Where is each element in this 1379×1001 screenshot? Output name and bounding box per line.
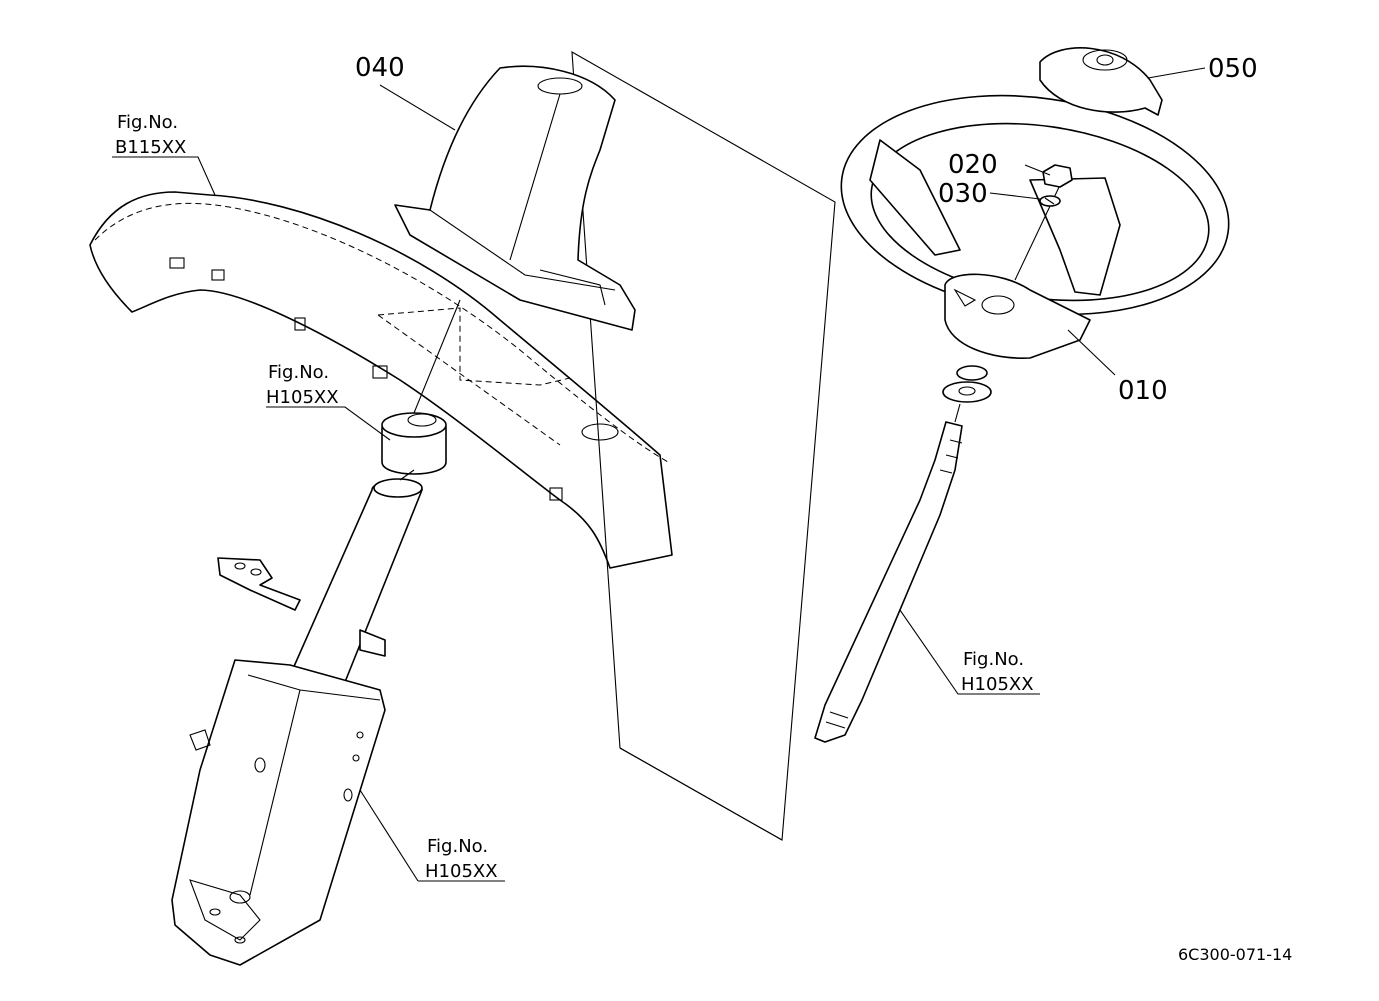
dashboard-panel	[89, 191, 673, 569]
bushing-fig-number: H105XX	[266, 387, 339, 408]
leader-lines	[112, 67, 1206, 882]
callout-010: 010	[1118, 376, 1168, 406]
dashboard-fig-number: B115XX	[115, 137, 186, 158]
shaft-fig-number: H105XX	[961, 674, 1034, 695]
reference-box	[571, 51, 836, 841]
column-cover	[394, 65, 636, 331]
shaft-washers	[942, 365, 992, 403]
callout-040: 040	[355, 53, 405, 83]
steering-shaft	[814, 403, 963, 743]
column-fig-label: Fig.No.	[427, 836, 488, 857]
shaft-fig-label: Fig.No.	[963, 649, 1024, 670]
column-bracket	[171, 557, 386, 966]
bushing	[381, 299, 461, 475]
nut	[1042, 164, 1073, 188]
callout-050: 050	[1208, 54, 1258, 84]
horn-cap	[1039, 47, 1163, 116]
callout-030: 030	[938, 179, 988, 209]
steering-wheel	[840, 94, 1230, 359]
drawing-code: 6C300-071-14	[1178, 945, 1292, 964]
washer	[1039, 195, 1061, 207]
dashboard-fig-label: Fig.No.	[117, 112, 178, 133]
bushing-fig-label: Fig.No.	[268, 362, 329, 383]
column-tube	[287, 469, 423, 692]
callout-020: 020	[948, 150, 998, 180]
column-fig-number: H105XX	[425, 861, 498, 882]
